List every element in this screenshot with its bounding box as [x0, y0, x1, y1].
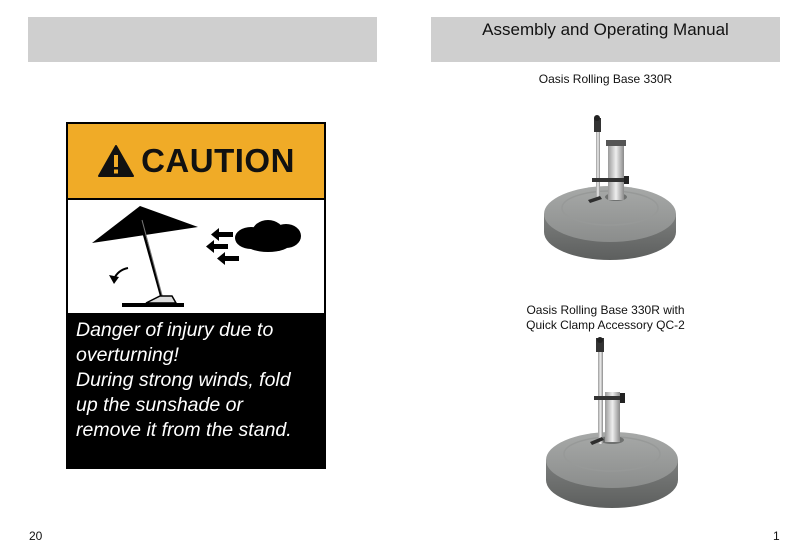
caution-sign: CAUTION [66, 122, 326, 469]
caption-line: Oasis Rolling Base 330R [538, 72, 673, 86]
caution-heading: CAUTION [141, 142, 295, 179]
storm-cloud-icon [235, 220, 301, 252]
caution-message-line: During strong winds, fold [76, 369, 291, 391]
manual-title: Assembly and Operating Manual [482, 20, 729, 39]
caution-header: CAUTION [68, 124, 324, 198]
caption-line: Quick Clamp Accessory QC-2 [526, 318, 685, 332]
rolling-base-with-quick-clamp-image [546, 337, 678, 508]
caption-line: Oasis Rolling Base 330R with [526, 303, 685, 317]
caution-message-line: Danger of injury due to [76, 319, 274, 341]
caution-message: Danger of injury due to overturning! Dur… [76, 318, 321, 443]
warning-triangle-icon [98, 145, 135, 177]
product-2-caption: Oasis Rolling Base 330R with Quick Clamp… [431, 303, 780, 333]
wind-arrows-icon [206, 228, 239, 265]
tilted-umbrella-icon [92, 206, 198, 307]
caution-pictogram [68, 200, 324, 313]
product-1-caption: Oasis Rolling Base 330R [431, 72, 780, 87]
left-page-header-bar [28, 17, 377, 62]
curved-arrow-icon [109, 267, 129, 284]
right-page-header-bar: Assembly and Operating Manual [431, 17, 780, 62]
caution-message-line: overturning! [76, 344, 179, 366]
right-page-number: 1 [773, 529, 780, 543]
left-page-number: 20 [29, 529, 43, 543]
caution-message-line: remove it from the stand. [76, 419, 292, 441]
rolling-base-image [544, 115, 676, 260]
caution-message-line: up the sunshade or [76, 394, 243, 416]
